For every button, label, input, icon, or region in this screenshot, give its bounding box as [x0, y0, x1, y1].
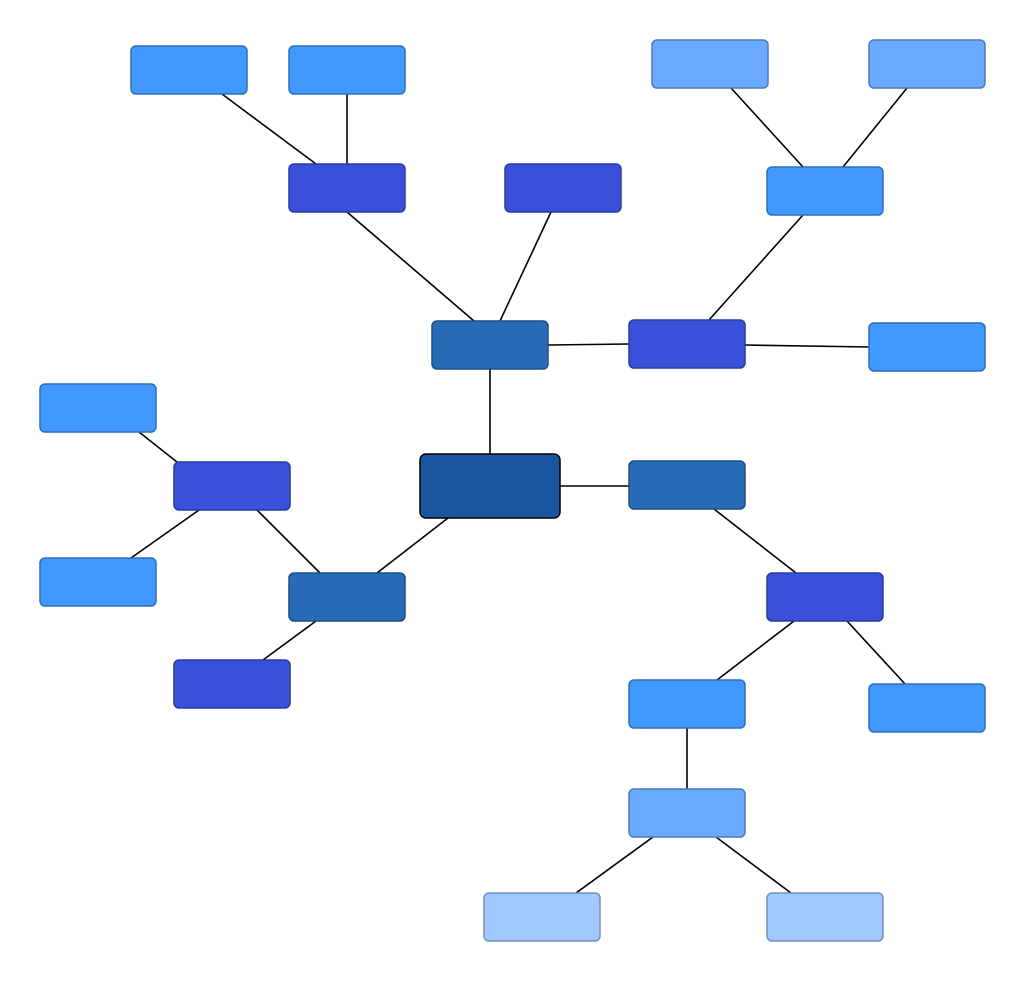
node-tl-a[interactable] — [130, 45, 248, 95]
node-box[interactable] — [39, 383, 157, 433]
node-box[interactable] — [288, 45, 406, 95]
node-box[interactable] — [483, 892, 601, 942]
edge-n-left-to-n-l-bottom — [130, 509, 200, 559]
edge-n-bottom-left-to-n-left-bottom — [262, 620, 317, 661]
node-leaf-b[interactable] — [766, 892, 884, 942]
node-box[interactable] — [288, 572, 406, 622]
node-top-right[interactable] — [628, 319, 746, 369]
node-l-bottom[interactable] — [39, 557, 157, 607]
node-box[interactable] — [628, 319, 746, 369]
node-box[interactable] — [39, 557, 157, 607]
node-top-mid[interactable] — [504, 163, 622, 213]
node-leaf-a[interactable] — [483, 892, 601, 942]
node-l-top[interactable] — [39, 383, 157, 433]
edge-n-bottom-left-to-n-left — [256, 509, 321, 574]
node-box[interactable] — [173, 461, 291, 511]
node-box[interactable] — [504, 163, 622, 213]
node-tr-mid[interactable] — [766, 166, 884, 216]
node-tr-side[interactable] — [868, 322, 986, 372]
edge-n-top-right-to-n-tr-side — [744, 344, 870, 348]
edge-n-top-to-n-top-right — [547, 343, 630, 346]
node-box[interactable] — [628, 679, 746, 729]
node-box[interactable] — [628, 788, 746, 838]
node-box[interactable] — [419, 453, 561, 519]
node-box[interactable] — [173, 659, 291, 709]
edge-root-to-n-bottom-left — [376, 517, 449, 574]
node-box[interactable] — [868, 683, 986, 733]
edge-n-top-to-n-top-mid — [499, 211, 552, 322]
root-node[interactable] — [419, 453, 561, 519]
node-box[interactable] — [288, 163, 406, 213]
node-box[interactable] — [431, 320, 549, 370]
node-right-bottom[interactable] — [766, 572, 884, 622]
node-tr-b[interactable] — [868, 39, 986, 89]
node-box[interactable] — [766, 572, 884, 622]
node-tl-b[interactable] — [288, 45, 406, 95]
node-bottom-left[interactable] — [288, 572, 406, 622]
edge-n-right-bottom-to-n-rb-right — [846, 620, 906, 685]
edge-n-tr-mid-to-n-tr-a — [730, 87, 804, 168]
edge-n-rb-child-to-n-leaf-a — [575, 836, 654, 894]
node-left-bottom[interactable] — [173, 659, 291, 709]
node-box[interactable] — [651, 39, 769, 89]
edge-layer — [130, 87, 908, 894]
node-left[interactable] — [173, 461, 291, 511]
node-box[interactable] — [868, 322, 986, 372]
edge-n-right-to-n-right-bottom — [713, 508, 797, 574]
node-rb-child[interactable] — [628, 788, 746, 838]
node-box[interactable] — [766, 166, 884, 216]
edge-n-left-to-n-l-top — [138, 431, 178, 463]
edge-n-top-left-to-n-tl-a — [221, 93, 317, 165]
edge-n-rb-child-to-n-leaf-b — [715, 836, 792, 894]
edge-n-top-right-to-n-tr-mid — [708, 214, 804, 321]
edge-n-top-to-n-top-left — [346, 211, 475, 322]
node-box[interactable] — [868, 39, 986, 89]
node-box[interactable] — [766, 892, 884, 942]
node-rb-left[interactable] — [628, 679, 746, 729]
node-top[interactable] — [431, 320, 549, 370]
node-box[interactable] — [628, 460, 746, 510]
node-layer — [39, 39, 986, 942]
node-right[interactable] — [628, 460, 746, 510]
edge-n-right-bottom-to-n-rb-left — [716, 620, 795, 681]
edge-n-tr-mid-to-n-tr-b — [842, 87, 908, 168]
node-tr-a[interactable] — [651, 39, 769, 89]
node-box[interactable] — [130, 45, 248, 95]
node-top-left[interactable] — [288, 163, 406, 213]
node-rb-right[interactable] — [868, 683, 986, 733]
